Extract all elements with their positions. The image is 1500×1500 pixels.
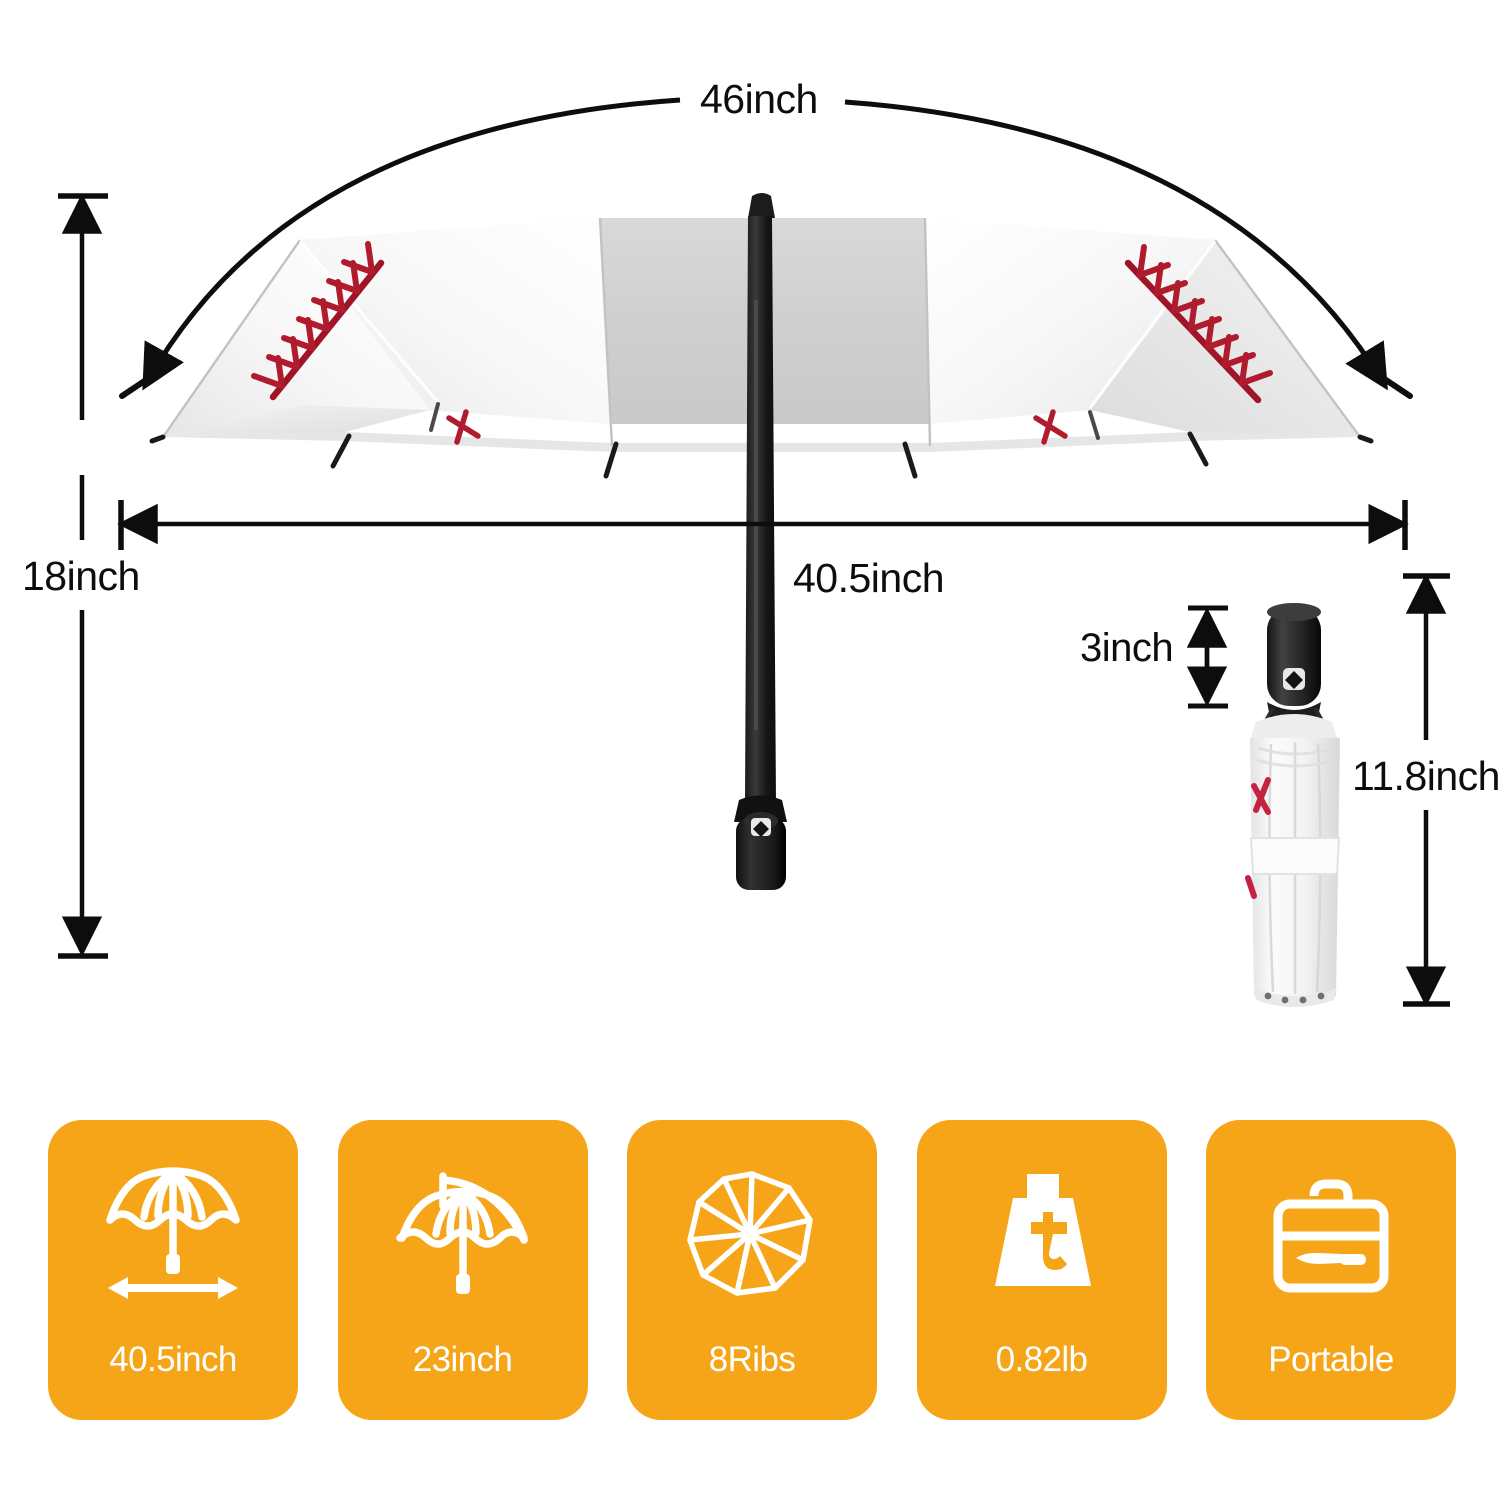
arc-dimension-46inch — [119, 97, 1413, 399]
umbrella-width-icon — [93, 1156, 253, 1314]
feature-card-ribs[interactable]: 8Ribs — [627, 1120, 877, 1420]
dimension-label-width: 40.5inch — [793, 555, 945, 601]
canopy — [163, 218, 1360, 452]
dimension-label-height: 18inch — [22, 553, 140, 599]
canopy-seam-highlights — [298, 239, 1217, 409]
umbrella-height-icon — [383, 1156, 543, 1314]
feature-card-label: 23inch — [412, 1340, 513, 1379]
baseball-stitch-accents — [446, 409, 1068, 445]
auto-button-icon — [751, 818, 771, 837]
open-umbrella — [149, 193, 1374, 890]
feature-card-width[interactable]: 40.5inch — [48, 1120, 298, 1420]
folded-stitch-accents — [1245, 777, 1271, 899]
folded-umbrella — [1245, 603, 1341, 1007]
horizontal-dimension-40.5inch — [117, 500, 1409, 550]
folded-rib-ends — [1264, 992, 1325, 1004]
baseball-stitching-left — [251, 241, 385, 401]
dimension-label-arc-span: 46inch — [700, 76, 818, 122]
feature-card-label: 0.82lb — [995, 1340, 1088, 1379]
umbrella-handle — [734, 795, 787, 890]
feature-card-strip: 40.5inch — [48, 1120, 1456, 1420]
vertical-dimension-18inch — [58, 193, 108, 959]
dimension-label-handle: 3inch — [1080, 626, 1174, 670]
weight-icon — [962, 1156, 1122, 1314]
rib-tips — [149, 431, 1374, 479]
briefcase-icon — [1251, 1156, 1411, 1314]
dimension-label-folded-length: 11.8inch — [1352, 753, 1500, 799]
folded-bottom-edge — [1254, 988, 1336, 1007]
canopy-finial — [748, 193, 775, 218]
feature-card-weight[interactable]: 0.82lb — [916, 1120, 1167, 1420]
feature-card-label: 40.5inch — [109, 1340, 237, 1379]
folded-velcro-strap — [1249, 837, 1341, 875]
umbrella-ribs-icon — [672, 1156, 832, 1314]
baseball-stitching-right — [1124, 244, 1273, 404]
folded-auto-button-icon — [1283, 668, 1305, 690]
feature-card-rib-length[interactable]: 23inch — [337, 1120, 588, 1420]
feature-card-label: Portable — [1268, 1340, 1394, 1379]
canopy-seams — [162, 217, 1361, 447]
vertical-dimension-11.8inch — [1403, 573, 1450, 1007]
vertical-dimension-3inch — [1186, 605, 1228, 709]
feature-card-portable[interactable]: Portable — [1206, 1120, 1456, 1420]
folded-handle — [1267, 608, 1321, 706]
feature-card-label: 8Ribs — [708, 1340, 796, 1379]
